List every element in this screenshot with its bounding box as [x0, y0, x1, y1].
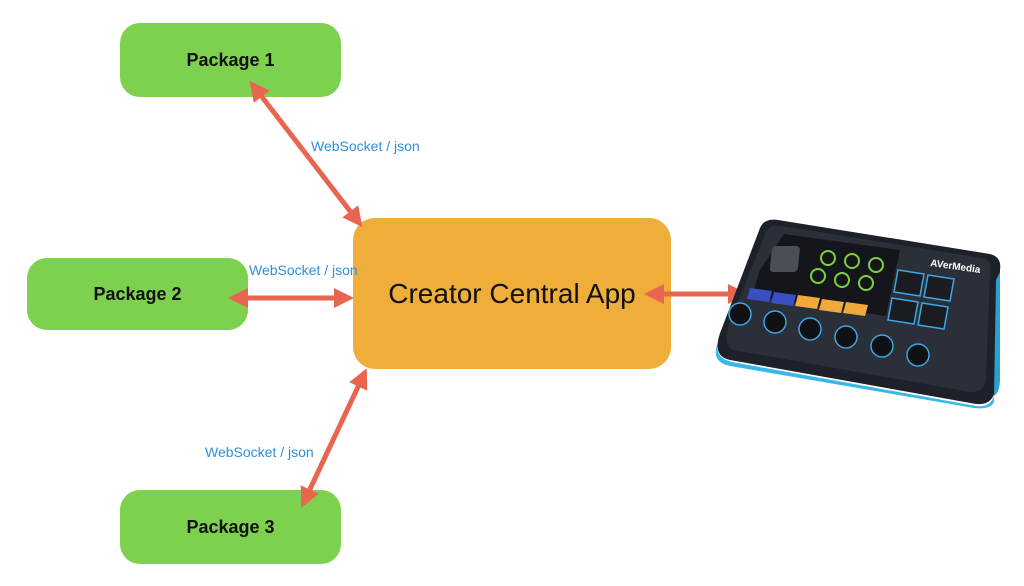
arrow-package-3-hub: [300, 368, 368, 508]
connection-label-1: WebSocket / json: [311, 138, 420, 154]
package-1-node: Package 1: [120, 23, 341, 97]
package-1-label: Package 1: [186, 49, 275, 70]
creator-central-app-node: Creator Central App: [353, 218, 671, 369]
connection-label-2: WebSocket / json: [249, 262, 358, 278]
connection-label-3: WebSocket / json: [205, 444, 314, 460]
package-2-label: Package 2: [93, 283, 182, 304]
package-2-node: Package 2: [27, 258, 248, 330]
stream-deck-device-icon: AVerMedia: [715, 219, 1001, 409]
package-3-label: Package 3: [186, 516, 275, 537]
package-3-node: Package 3: [120, 490, 341, 564]
arrow-package-1-hub: [249, 80, 363, 228]
hub-label: Creator Central App: [388, 277, 636, 309]
